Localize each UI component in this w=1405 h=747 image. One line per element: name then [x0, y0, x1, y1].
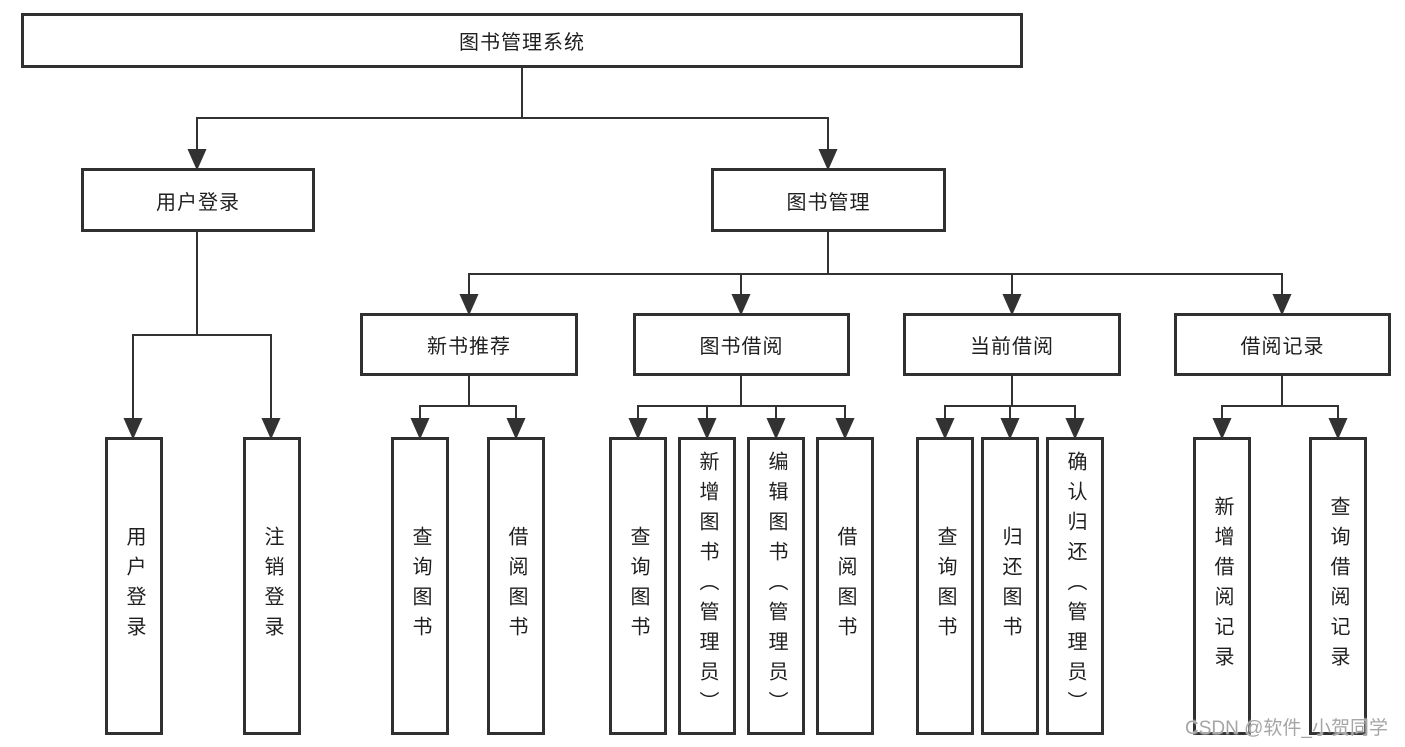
arrow-head-nb1 [410, 418, 430, 440]
node-label: 查询图书 [409, 526, 431, 646]
node-book-management: 图书管理 [711, 168, 946, 232]
leaf-edit-books-admin: 编辑图书（管理员） [747, 437, 805, 735]
leaf-confirm-return-admin: 确认归还（管理员） [1046, 437, 1104, 735]
node-borrow-records: 借阅记录 [1174, 313, 1391, 376]
node-label: 借阅记录 [1240, 336, 1325, 358]
arrow-head-leaf-logout [261, 418, 281, 440]
arrow-head-bb3 [766, 418, 786, 440]
node-label: 图书管理 [786, 191, 871, 214]
arrow-head-book-borrow [731, 294, 751, 316]
leaf-query-borrow-record: 查询借阅记录 [1309, 437, 1367, 735]
leaf-add-books-admin: 新增图书（管理员） [678, 437, 736, 735]
node-label: 确认归还（管理员） [1064, 451, 1086, 721]
leaf-query-books: 查询图书 [609, 437, 667, 735]
leaf-logout-login: 注销登录 [243, 437, 301, 735]
arrow-head-book-management [818, 149, 838, 171]
leaf-add-borrow-record: 新增借阅记录 [1193, 437, 1251, 735]
node-label: 查询借阅记录 [1327, 496, 1349, 676]
node-label: 用户登录 [123, 526, 145, 646]
arrow-head-user-login [187, 149, 207, 171]
leaf-borrow-books: 借阅图书 [816, 437, 874, 735]
arrow-head-bb2 [697, 418, 717, 440]
node-label: 归还图书 [999, 526, 1021, 646]
arrow-head-current-borrow [1002, 294, 1022, 316]
leaf-return-books: 归还图书 [981, 437, 1039, 735]
node-label: 编辑图书（管理员） [765, 451, 787, 721]
arrow-head-cb2 [1000, 418, 1020, 440]
node-label: 用户登录 [156, 191, 240, 214]
node-label: 当前借阅 [970, 336, 1054, 358]
arrow-head-nb2 [506, 418, 526, 440]
arrow-head-cb3 [1065, 418, 1085, 440]
node-label: 新增借阅记录 [1211, 496, 1233, 676]
node-root: 图书管理系统 [21, 13, 1023, 68]
arrow-head-cb1 [935, 418, 955, 440]
node-label: 查询图书 [934, 526, 956, 646]
node-label: 新增图书（管理员） [696, 451, 718, 721]
node-label: 查询图书 [627, 526, 649, 646]
arrow-head-bb1 [628, 418, 648, 440]
node-book-borrow: 图书借阅 [633, 313, 850, 376]
arrow-head-br1 [1212, 418, 1232, 440]
node-user-login: 用户登录 [81, 168, 315, 232]
csdn-watermark: CSDN @软件_小贺同学 [1185, 718, 1388, 739]
arrow-head-new-book [459, 294, 479, 316]
arrow-head-borrow-records [1272, 294, 1292, 316]
node-current-borrow: 当前借阅 [903, 313, 1121, 376]
arrow-head-br2 [1328, 418, 1348, 440]
leaf-query-books: 查询图书 [916, 437, 974, 735]
leaf-user-login: 用户登录 [105, 437, 163, 735]
node-label: 新书推荐 [427, 336, 511, 358]
node-label: 注销登录 [261, 526, 283, 646]
node-label: 图书借阅 [699, 336, 784, 358]
leaf-borrow-books: 借阅图书 [487, 437, 545, 735]
node-label: 图书管理系统 [459, 32, 585, 54]
node-label: 借阅图书 [834, 526, 856, 646]
node-new-book-recommend: 新书推荐 [360, 313, 578, 376]
arrow-head-bb4 [835, 418, 855, 440]
node-label: 借阅图书 [505, 526, 527, 646]
arrow-head-leaf-login [123, 418, 143, 440]
leaf-query-books: 查询图书 [391, 437, 449, 735]
